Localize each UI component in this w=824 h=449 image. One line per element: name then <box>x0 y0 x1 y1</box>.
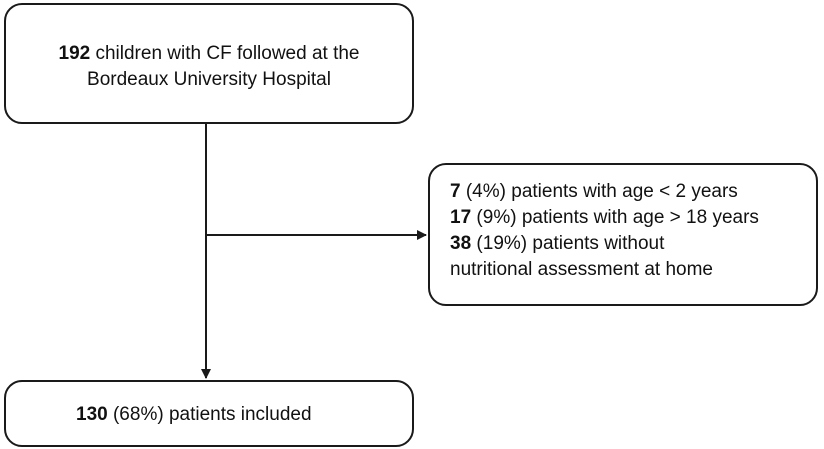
exclusion-count: 17 <box>450 207 472 228</box>
included-patients-line: 130 (68%) patients included <box>76 402 412 428</box>
initial-population-line-2: Bordeaux University Hospital <box>87 69 331 90</box>
included-patients-text: (68%) patients included <box>107 404 312 425</box>
initial-population-box: 192 children with CF followed at the Bor… <box>4 3 414 124</box>
exclusion-item: 17 (9%) patients with age > 18 years <box>450 205 816 231</box>
exclusion-text: (4%) patients with age < 2 years <box>460 181 738 202</box>
included-patients-box: 130 (68%) patients included <box>4 380 414 447</box>
initial-population-line-1: 192 children with CF followed at the <box>6 41 412 67</box>
exclusion-count: 7 <box>450 181 461 202</box>
exclusion-item: 7 (4%) patients with age < 2 years <box>450 179 816 205</box>
exclusion-count: 38 <box>450 233 472 254</box>
exclusion-box: 7 (4%) patients with age < 2 years 17 (9… <box>428 163 818 306</box>
exclusion-text: (9%) patients with age > 18 years <box>471 207 759 228</box>
included-patients-count: 130 <box>76 404 108 425</box>
exclusion-continuation: nutritional assessment at home <box>450 259 713 280</box>
initial-population-text: children with CF followed at the <box>90 43 360 64</box>
initial-population-count: 192 <box>58 43 91 64</box>
exclusion-text: (19%) patients without <box>471 233 665 254</box>
exclusion-item: 38 (19%) patients without <box>450 231 816 257</box>
